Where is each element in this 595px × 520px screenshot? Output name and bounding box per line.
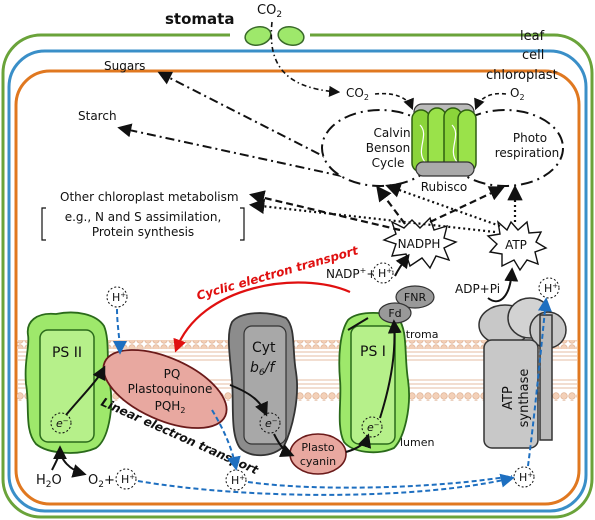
pq-label: PQ bbox=[164, 367, 181, 381]
ps1-label: PS I bbox=[360, 344, 386, 360]
calvin-line-2: Benson bbox=[366, 141, 410, 155]
fd-label: Fd bbox=[388, 307, 401, 320]
plastoquinone-label: Plastoquinone bbox=[128, 382, 213, 396]
fnr-label: FNR bbox=[404, 291, 427, 304]
co2-top-label: CO2 bbox=[257, 3, 282, 20]
chloroplast-boundary bbox=[14, 69, 581, 506]
photosystem-i bbox=[338, 312, 410, 454]
adp-pi-label: ADP+Pi bbox=[455, 282, 500, 296]
atp-synthase-line-2: synthase bbox=[517, 369, 532, 428]
atp-synthase bbox=[478, 297, 567, 449]
rubisco-enzyme bbox=[411, 103, 477, 177]
nadph-label: NADPH bbox=[398, 237, 441, 251]
cyanin-label: cyanin bbox=[300, 455, 336, 468]
cell-boundary bbox=[7, 49, 588, 513]
cyt-label: Cyt bbox=[252, 340, 276, 356]
sugars-label: Sugars bbox=[104, 59, 145, 73]
atp-label: ATP bbox=[505, 238, 527, 252]
photo-line-1: Photo bbox=[513, 131, 547, 145]
other-metabolism-label: Other chloroplast metabolism bbox=[60, 190, 239, 204]
lumen-label: lumen bbox=[400, 436, 435, 449]
stomata-label: stomata bbox=[165, 10, 234, 28]
chloroplast-label: chloroplast bbox=[486, 68, 558, 83]
stroma-label: stroma bbox=[400, 328, 439, 341]
h-lumen-ps2: H+ bbox=[121, 473, 135, 486]
other-eg-line-1: e.g., N and S assimilation, bbox=[65, 210, 222, 224]
other-eg-line-2: Protein synthesis bbox=[92, 225, 194, 239]
o2-label: O2+ bbox=[88, 473, 115, 490]
calvin-line-3: Cycle bbox=[372, 156, 405, 170]
starch-label: Starch bbox=[78, 109, 117, 123]
h2o-label: H2O bbox=[36, 473, 62, 490]
starch-arrow bbox=[117, 123, 361, 181]
h-lumen-atp: H+ bbox=[519, 471, 533, 484]
ps2-label: PS II bbox=[52, 345, 82, 361]
fnr-ellipse bbox=[395, 285, 435, 309]
co2-calvin-label: CO2 bbox=[346, 86, 369, 102]
plastocyanin bbox=[289, 433, 347, 475]
atp-burst bbox=[486, 220, 548, 272]
cell-label: cell bbox=[522, 48, 544, 63]
photo-line-2: respiration bbox=[495, 146, 560, 160]
photosystem-ii bbox=[24, 311, 113, 454]
cyclic-electron-arrow bbox=[173, 281, 351, 353]
nadph-burst bbox=[382, 216, 458, 270]
cytochrome-b6f bbox=[227, 312, 298, 457]
h-stroma-atp: H+ bbox=[544, 282, 558, 295]
cyt-b6f-label: b6/f bbox=[250, 360, 276, 378]
ps1-electron: e− bbox=[367, 421, 380, 434]
plastoquinone-pool bbox=[102, 349, 228, 429]
ps2-electron: e− bbox=[56, 417, 69, 430]
h-nadp: H+ bbox=[378, 267, 392, 280]
cyt-electron: e− bbox=[265, 417, 278, 430]
leaf-label: leaf bbox=[520, 29, 545, 44]
h-lumen-cyt: H+ bbox=[231, 474, 245, 487]
pqh2-label: PQH2 bbox=[155, 399, 186, 415]
calvin-line-1: Calvin bbox=[373, 126, 410, 140]
guard-cell-left bbox=[244, 26, 272, 46]
h-stroma-ps2: H+ bbox=[112, 291, 126, 304]
guard-cell-right bbox=[277, 26, 305, 46]
nadp-label: NADP++ bbox=[326, 266, 376, 281]
plasto-label: Plasto bbox=[301, 441, 334, 454]
o2-photo-label: O2 bbox=[510, 86, 525, 102]
atp-synthase-line-1: ATP bbox=[501, 386, 516, 410]
rubisco-label: Rubisco bbox=[421, 180, 468, 194]
